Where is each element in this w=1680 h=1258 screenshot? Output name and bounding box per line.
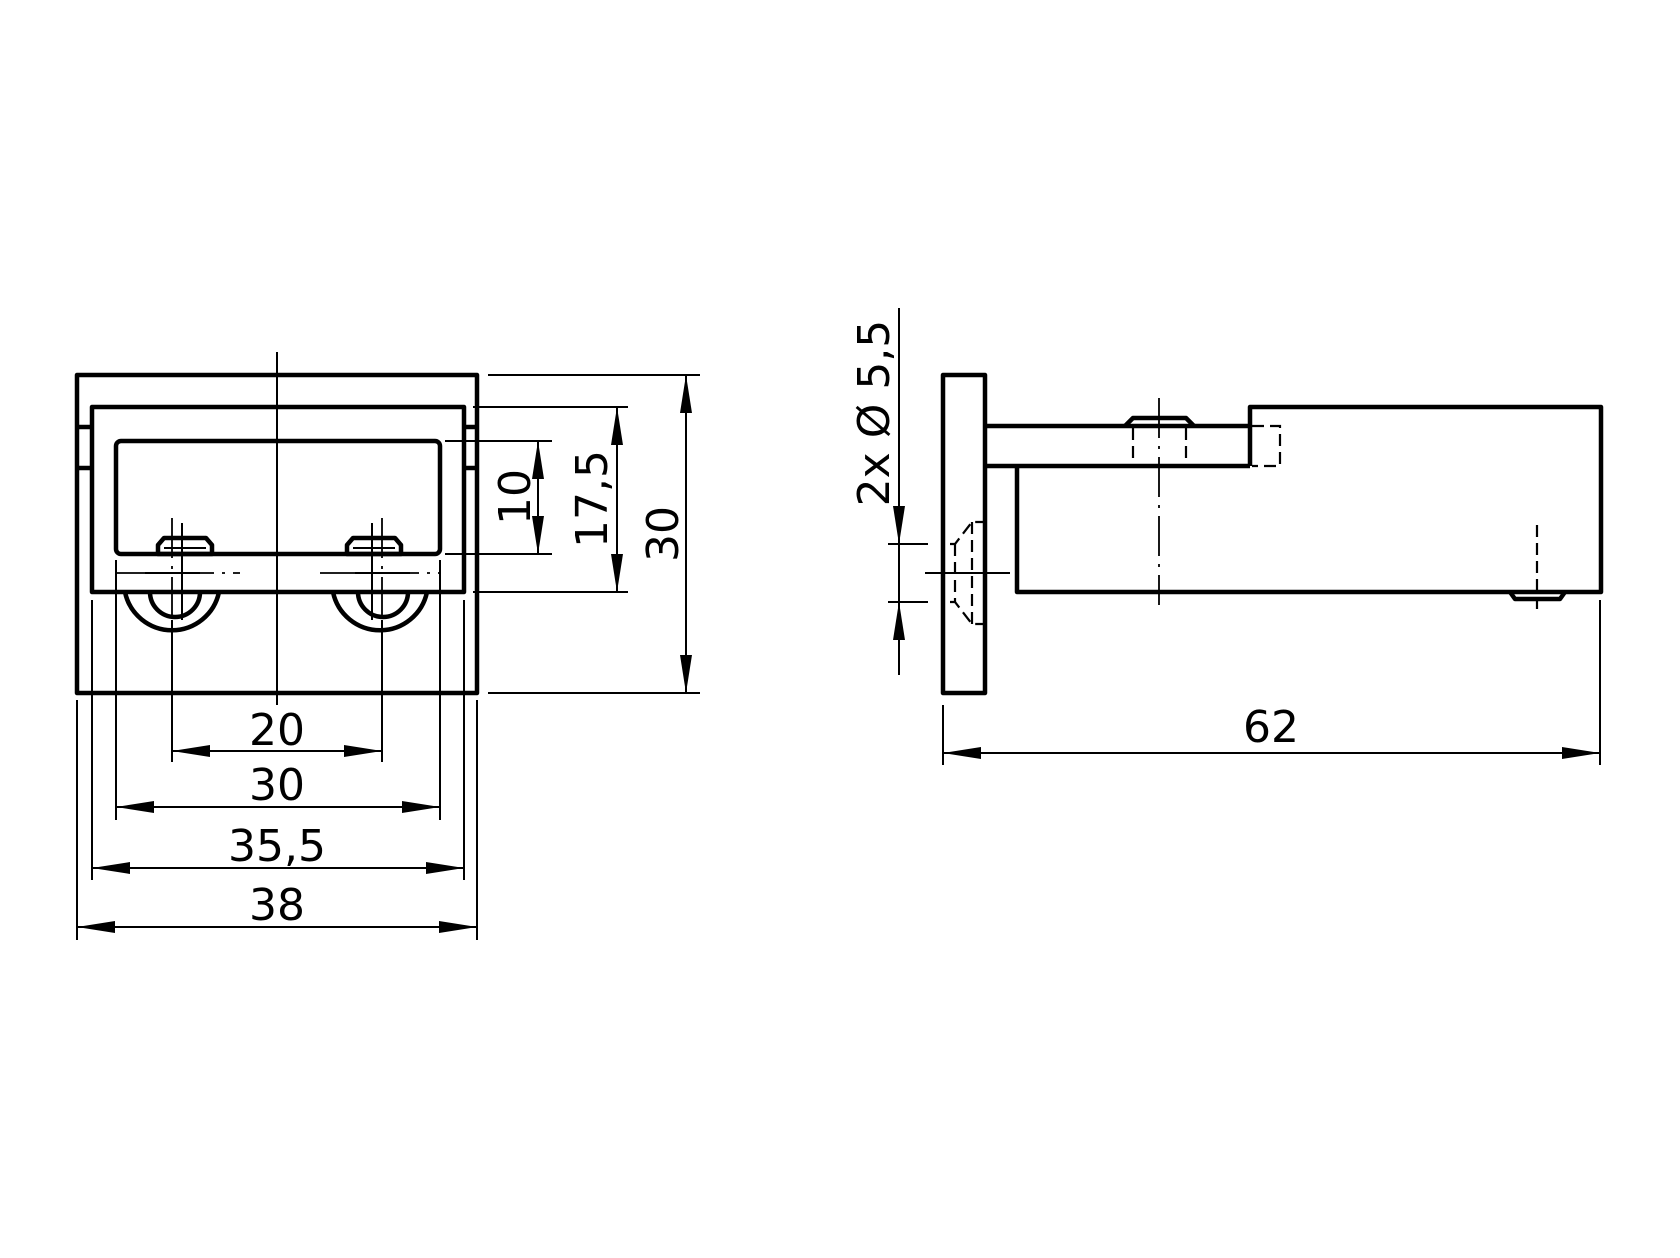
screw-head-right (344, 535, 404, 557)
dim-overall-width: 38 (77, 880, 477, 933)
dim-overall-length: 62 (942, 600, 1601, 765)
front-view: 20 30 35,5 38 (74, 352, 700, 940)
dim-label-30-width: 30 (249, 760, 305, 811)
body-block (1014, 404, 1604, 595)
dim-hole-diameter: 2x Ø 5,5 (849, 308, 928, 675)
dim-mid-width: 35,5 (92, 821, 464, 874)
dim-inner-width: 30 (116, 760, 440, 813)
dim-label-35-5: 35,5 (228, 821, 326, 872)
dim-label-20: 20 (249, 705, 305, 756)
dim-inner-height: 10 (490, 441, 544, 554)
dim-label-62: 62 (1243, 702, 1299, 753)
dim-label-10: 10 (490, 469, 541, 525)
wall-plate (940, 372, 988, 696)
dim-label-17-5: 17,5 (567, 450, 618, 548)
screw-head-left (155, 535, 215, 557)
dim-label-2x-diameter-5-5: 2x Ø 5,5 (849, 320, 900, 507)
side-view: 2x Ø 5,5 62 (849, 308, 1604, 765)
dim-overall-height: 30 (638, 375, 692, 693)
dim-mid-height: 17,5 (567, 407, 623, 592)
roller-right (330, 591, 430, 633)
dim-hole-spacing: 20 (172, 705, 382, 757)
dim-label-30-height: 30 (638, 506, 689, 562)
dim-label-38: 38 (249, 880, 305, 931)
